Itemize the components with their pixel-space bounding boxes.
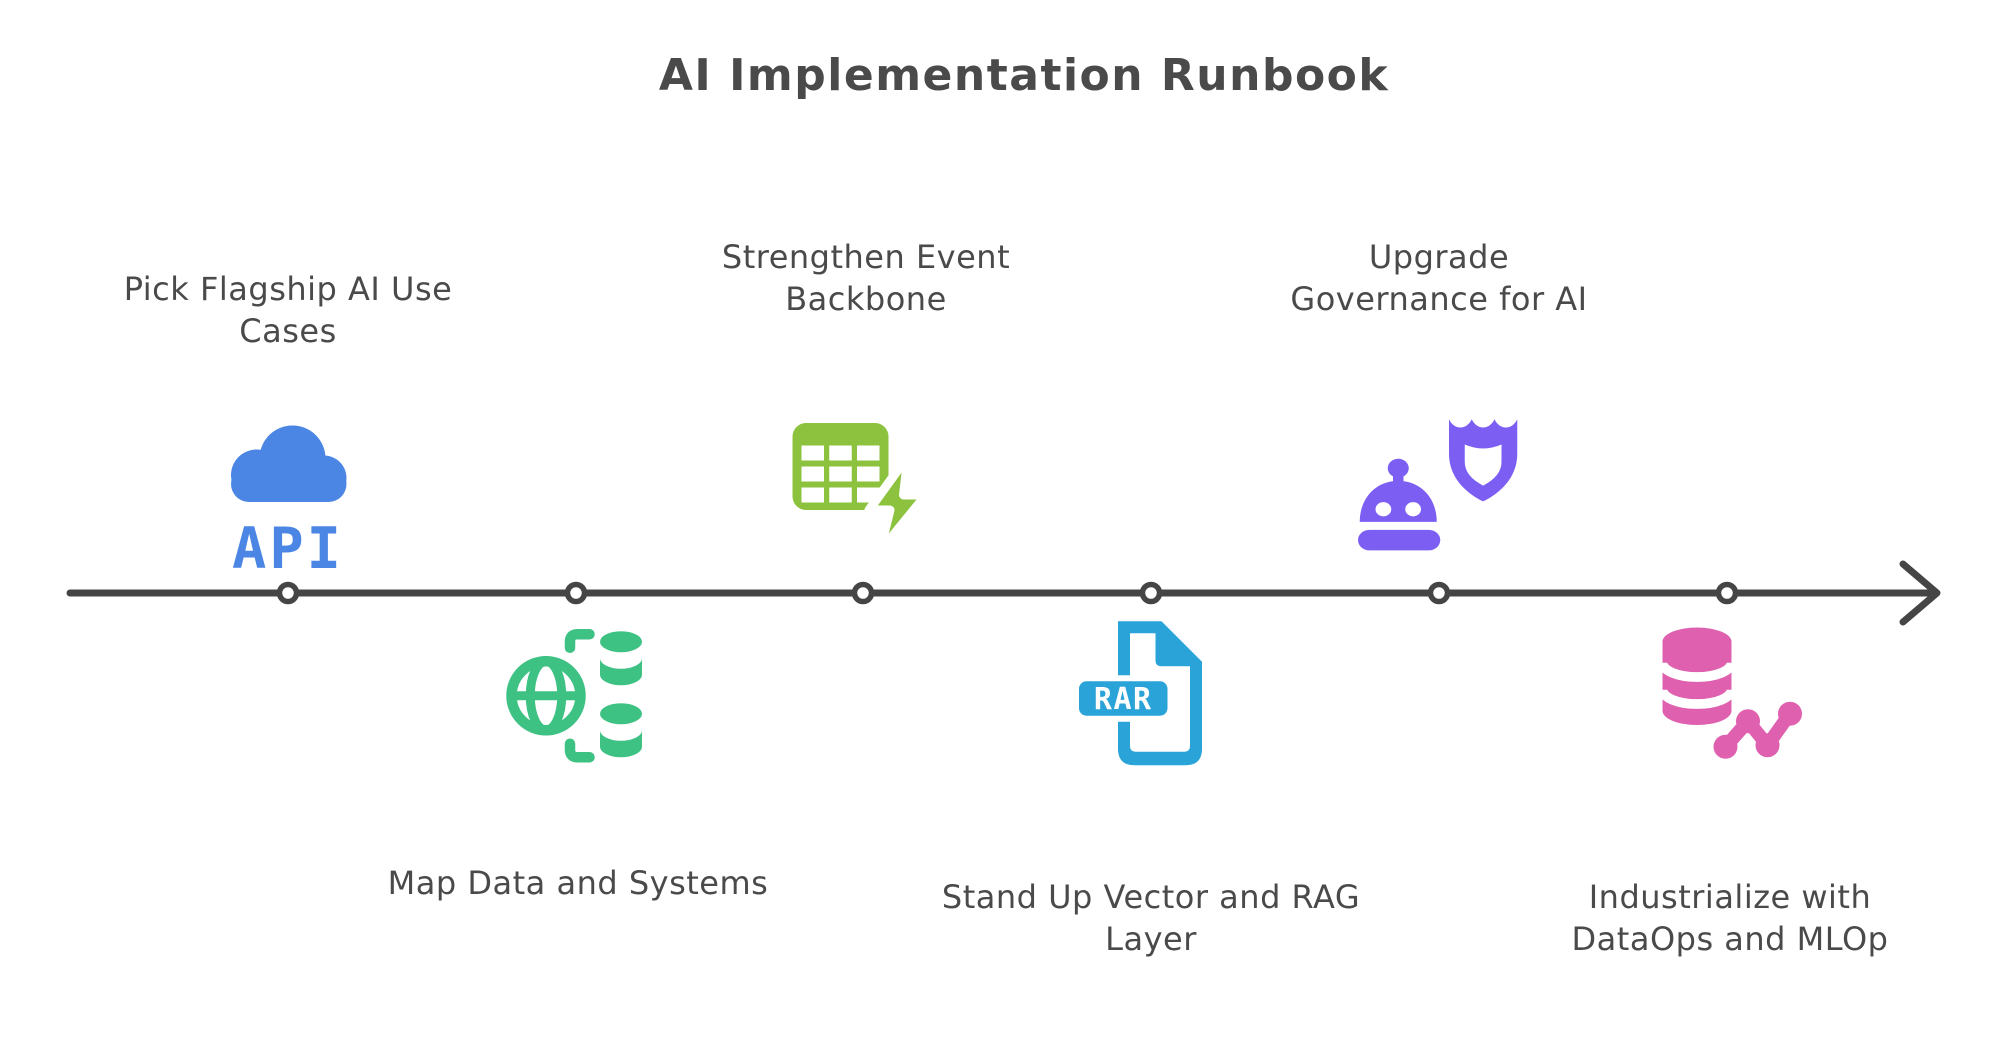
timeline-node bbox=[851, 581, 875, 605]
milestone-label: Map Data and Systems bbox=[387, 864, 769, 902]
milestone-label: Pick Flagship AI Use Cases bbox=[123, 270, 453, 350]
timeline-node bbox=[1427, 581, 1451, 605]
timeline-node bbox=[1139, 581, 1163, 605]
timeline-node bbox=[276, 581, 300, 605]
milestone-label: Stand Up Vector and RAG Layer bbox=[941, 878, 1361, 958]
milestone-label: Industrialize with DataOps and MLOp bbox=[1571, 878, 1889, 958]
milestone-label: Strengthen Event Backbone bbox=[721, 238, 1011, 318]
robot-shield-icon bbox=[1358, 405, 1533, 567]
rar-file-icon: RAR bbox=[1073, 618, 1226, 774]
timeline-node bbox=[1715, 581, 1739, 605]
api-text: API bbox=[232, 516, 344, 580]
globe-databases-icon bbox=[501, 622, 651, 778]
database-analytics-icon bbox=[1652, 622, 1808, 778]
rar-text: RAR bbox=[1094, 682, 1153, 717]
table-lightning-icon bbox=[788, 408, 938, 562]
timeline-node bbox=[564, 581, 588, 605]
cloud-api-icon: API bbox=[213, 412, 363, 584]
page-title: AI Implementation Runbook bbox=[658, 50, 1390, 101]
milestone-label: Upgrade Governance for AI bbox=[1290, 238, 1588, 318]
timeline-arrow-icon bbox=[1899, 560, 1941, 626]
